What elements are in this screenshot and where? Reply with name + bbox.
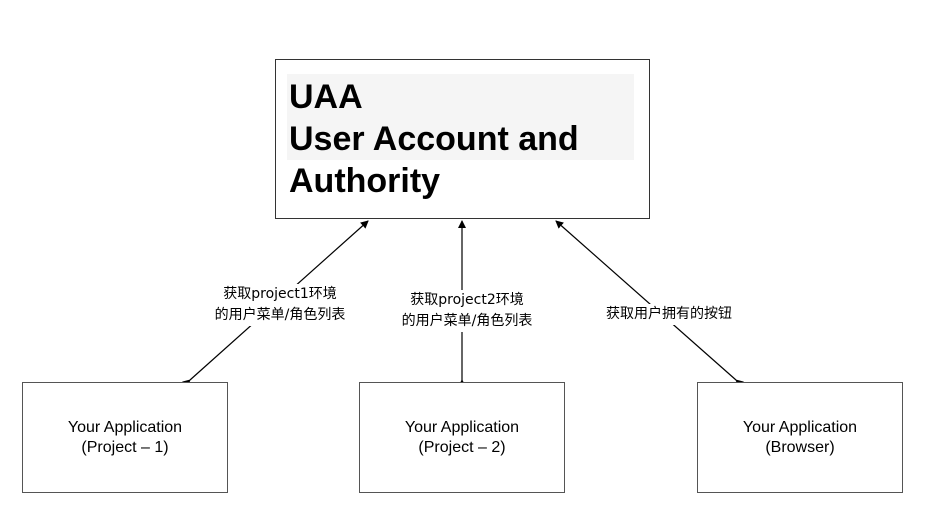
app-node-project1-title: Your Application (67, 418, 183, 436)
app-node-project2-title: Your Application (404, 418, 520, 436)
edge-label-project1-line1: 获取project1环境 (223, 286, 337, 302)
edge-label-project1: 获取project1环境 的用户菜单/角色列表 (198, 284, 362, 326)
app-node-project1-subtitle: (Project – 1) (81, 438, 169, 456)
edge-label-project2-line1: 获取project2环境 (410, 292, 524, 308)
uaa-title-line1: UAA (289, 78, 363, 116)
app-node-browser-title: Your Application (742, 418, 858, 436)
edge-label-project1-line2: 的用户菜单/角色列表 (214, 307, 346, 323)
uaa-title: UAA User Account and Authority (289, 76, 644, 202)
edge-label-browser-line1: 获取用户拥有的按钮 (606, 306, 732, 322)
edge-label-browser: 获取用户拥有的按钮 (586, 304, 752, 325)
uaa-title-line2: User Account and (289, 120, 579, 158)
arrow-browser (555, 220, 744, 388)
edge-label-project2: 获取project2环境 的用户菜单/角色列表 (385, 290, 549, 332)
app-node-project2-subtitle: (Project – 2) (418, 438, 506, 456)
app-node-project1: Your Application (Project – 1) (22, 382, 228, 493)
edge-label-project2-line2: 的用户菜单/角色列表 (401, 313, 533, 329)
app-node-browser: Your Application (Browser) (697, 382, 903, 493)
uaa-title-line3: Authority (289, 162, 441, 200)
app-node-browser-subtitle: (Browser) (765, 438, 835, 456)
app-node-project2: Your Application (Project – 2) (359, 382, 565, 493)
uaa-title-highlight (287, 74, 634, 160)
